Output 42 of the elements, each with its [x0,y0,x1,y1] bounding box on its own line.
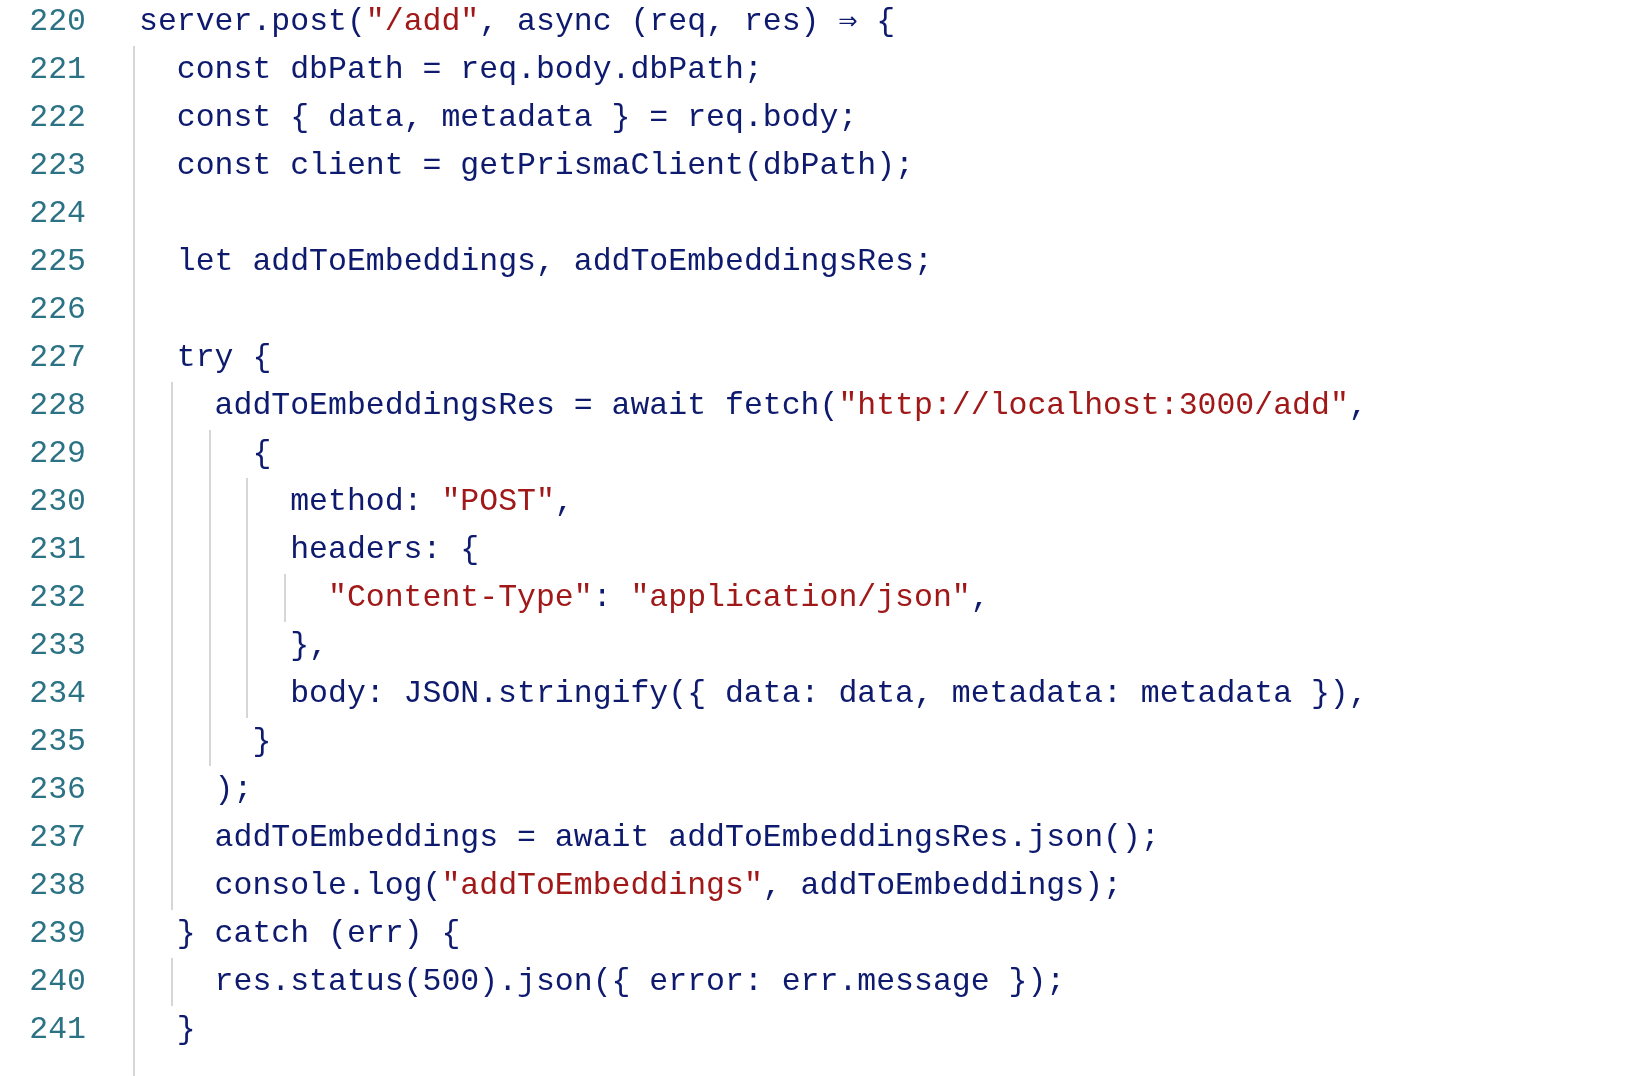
code-line: const { data, metadata } = req.body; [176,99,858,137]
line-number: 238 [28,867,86,905]
code-line: const dbPath = req.body.dbPath; [176,51,763,89]
line-number: 226 [28,291,86,329]
line-number: 236 [28,771,86,809]
code-line: }, [290,627,328,665]
line-number: 234 [28,675,86,713]
line-number: 240 [28,963,86,1001]
line-number: 230 [28,483,86,521]
code-line: try { [176,339,272,377]
code-line: headers: { [290,531,480,569]
line-number: 239 [28,915,86,953]
code-line: { [252,435,272,473]
line-number: 233 [28,627,86,665]
line-number: 223 [28,147,86,185]
line-number: 221 [28,51,86,89]
code-line: console.log("addToEmbeddings", addToEmbeddings); [214,867,1122,905]
code-line: let addToEmbeddings, addToEmbeddingsRes; [176,243,933,281]
line-number: 229 [28,435,86,473]
code-line: addToEmbeddingsRes = await fetch("http://localhost:3000/add", [214,387,1368,425]
line-number: 224 [28,195,86,233]
code-line: } [252,723,272,761]
line-number: 231 [28,531,86,569]
code-line: body: JSON.stringify({ data: data, metadata: metadata }), [290,675,1368,713]
line-number: 235 [28,723,86,761]
line-number: 228 [28,387,86,425]
code-line: ); [214,771,253,809]
code-line: addToEmbeddings = await addToEmbeddingsRes.json(); [214,819,1160,857]
code-line: const client = getPrismaClient(dbPath); [176,147,915,185]
code-line: res.status(500).json({ error: err.message }); [214,963,1066,1001]
line-number: 227 [28,339,86,377]
code-line: } catch (err) { [176,915,461,953]
code-line: method: "POST", [290,483,574,521]
line-number: 225 [28,243,86,281]
line-number: 237 [28,819,86,857]
code-line: } [176,1011,196,1049]
line-number: 220 [28,3,86,41]
line-number: 232 [28,579,86,617]
line-number: 222 [28,99,86,137]
code-line: "Content-Type": "application/json", [328,579,990,617]
line-number: 241 [28,1011,86,1049]
code-line: server.post("/add", async (req, res) ⇒ { [139,3,896,41]
